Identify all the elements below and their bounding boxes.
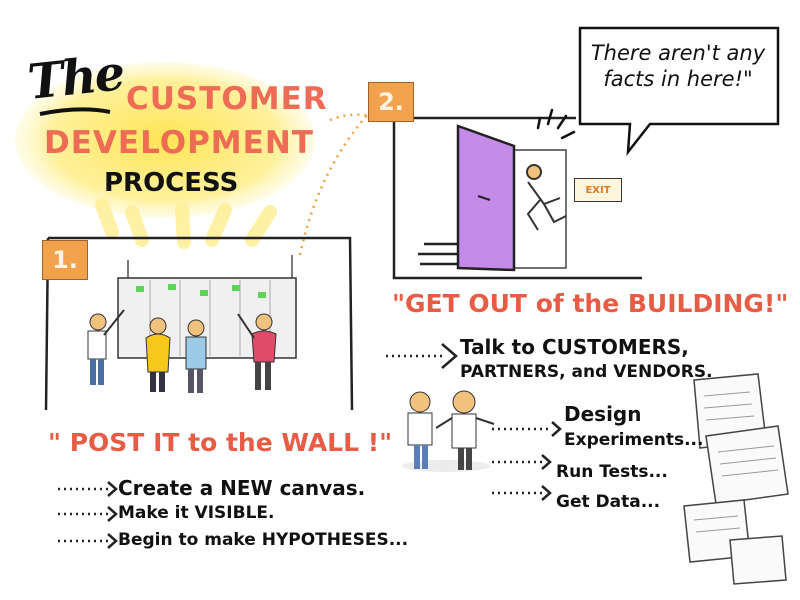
speech-line-2: facts in here!" bbox=[588, 66, 768, 92]
step-1-badge: 1. bbox=[42, 240, 88, 280]
title-process: PROCESS bbox=[104, 168, 238, 198]
action-get-data: Get Data... bbox=[556, 492, 660, 512]
title-customer: CUSTOMER bbox=[126, 84, 328, 115]
surprise-marks bbox=[538, 110, 574, 138]
speech-line-1: There aren't any bbox=[588, 40, 768, 66]
speech-bubble-text: There aren't any facts in here!" bbox=[588, 40, 768, 93]
exit-sign: EXIT bbox=[574, 178, 622, 202]
action-design: Design bbox=[564, 402, 641, 426]
title-the: The bbox=[25, 45, 125, 111]
step-1-item-visible: Make it VISIBLE. bbox=[118, 503, 274, 523]
light-rays bbox=[102, 205, 270, 242]
step-1-item-create: Create a NEW canvas. bbox=[118, 476, 365, 500]
action-run-tests: Run Tests... bbox=[556, 462, 668, 482]
action-experiments: Experiments... bbox=[564, 430, 703, 450]
motion-lines bbox=[418, 244, 458, 264]
step-1-item-hypotheses: Begin to make HYPOTHESES... bbox=[118, 530, 408, 550]
two-scientists bbox=[402, 391, 494, 472]
step-2-badge: 2. bbox=[368, 82, 414, 122]
step-2-heading: "GET OUT of the BUILDING!" bbox=[392, 289, 788, 318]
talk-line-1: Talk to CUSTOMERS, bbox=[460, 335, 689, 359]
title-development: DEVELOPMENT bbox=[44, 128, 314, 159]
step-1-heading: " POST IT to the WALL !" bbox=[48, 428, 392, 457]
board-hanging-strings bbox=[128, 255, 292, 278]
talk-line-2: PARTNERS, and VENDORS. bbox=[460, 362, 713, 382]
dotted-arc-title bbox=[330, 115, 370, 120]
